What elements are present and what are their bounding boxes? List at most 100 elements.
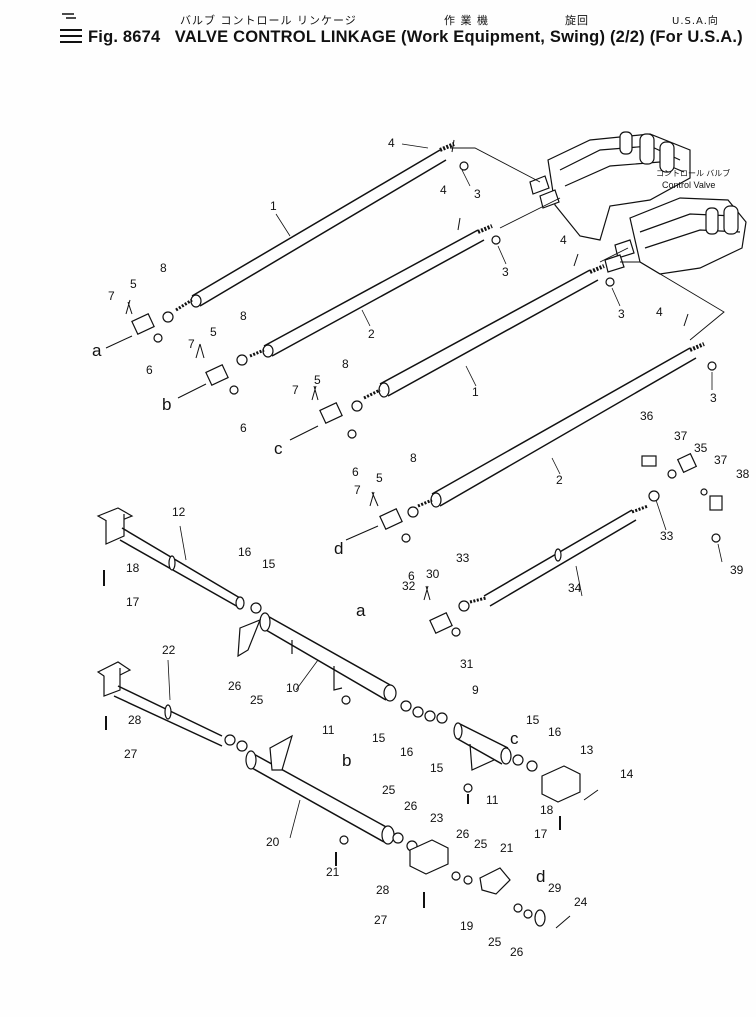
part-label-5: 5: [130, 277, 137, 291]
tube-10: [237, 612, 397, 705]
rod-1-lower: [363, 264, 605, 400]
part-label-9: 9: [472, 683, 479, 697]
part-label-32: 32: [402, 579, 416, 593]
part-label-25: 25: [488, 935, 502, 949]
part-label-26: 26: [456, 827, 470, 841]
part-label-14: 14: [620, 767, 634, 781]
part-label-7: 7: [188, 337, 195, 351]
part-label-24: 24: [574, 895, 588, 909]
part-label-7: 7: [354, 483, 361, 497]
part-label-26: 26: [228, 679, 242, 693]
part-label-28: 28: [128, 713, 142, 727]
part-label-1: 1: [270, 199, 277, 213]
lever-9: [453, 722, 538, 793]
tube-20: [245, 734, 395, 845]
part-label-31: 31: [460, 657, 474, 671]
rod-2-lower: [417, 342, 705, 508]
ref-a-right: a: [356, 601, 366, 620]
part-label-12: 12: [172, 505, 186, 519]
part-label-5: 5: [314, 373, 321, 387]
figure-number: Fig. 8674: [88, 28, 161, 46]
part-label-6: 6: [408, 569, 415, 583]
part-label-23: 23: [430, 811, 444, 825]
part-label-17: 17: [534, 827, 548, 841]
part-label-8: 8: [342, 357, 349, 371]
part-label-13: 13: [580, 743, 594, 757]
part-label-15: 15: [526, 713, 540, 727]
ref-d-left: d: [334, 539, 343, 558]
part-label-28: 28: [376, 883, 390, 897]
header-jp-work-equipment: 作 業 機: [444, 14, 489, 27]
part-label-21: 21: [326, 865, 340, 879]
shaft-22: [96, 661, 248, 752]
part-label-2: 2: [556, 473, 563, 487]
part-label-8: 8: [410, 451, 417, 465]
part-label-27: 27: [374, 913, 388, 927]
ref-a-left: a: [92, 341, 102, 360]
part-label-4: 4: [560, 233, 567, 247]
part-label-25: 25: [382, 783, 396, 797]
part-label-21: 21: [500, 841, 514, 855]
header-jp-title: バルブ コントロール リンケージ: [180, 14, 357, 27]
figure-page-fraction: (2/2): [609, 28, 645, 46]
part-label-1: 1: [472, 385, 479, 399]
part-label-16: 16: [400, 745, 414, 759]
figure-region: (For U.S.A.): [649, 28, 743, 46]
part-label-11: 11: [486, 793, 499, 807]
lever-19: [479, 867, 511, 895]
part-label-15: 15: [372, 731, 386, 745]
part-label-35: 35: [694, 441, 708, 455]
part-label-34: 34: [568, 581, 582, 595]
part-label-4: 4: [440, 183, 447, 197]
part-label-15: 15: [430, 761, 444, 775]
part-label-20: 20: [266, 835, 280, 849]
part-label-16: 16: [238, 545, 252, 559]
part-label-37: 37: [674, 429, 688, 443]
part-label-4: 4: [388, 136, 395, 150]
part-label-30: 30: [426, 567, 440, 581]
ref-d-right: d: [536, 867, 545, 886]
rod-1-upper: [175, 142, 455, 312]
part-label-22: 22: [162, 643, 176, 657]
part-label-3: 3: [474, 187, 481, 201]
part-label-18: 18: [540, 803, 554, 817]
part-label-11: 11: [322, 723, 335, 737]
part-label-19: 19: [460, 919, 474, 933]
part-label-25: 25: [250, 693, 264, 707]
part-label-37: 37: [714, 453, 728, 467]
yoke-5-d: [379, 508, 403, 530]
part-label-27: 27: [124, 747, 138, 761]
header-jp-swing: 旋回: [565, 14, 589, 27]
part-label-5: 5: [210, 325, 217, 339]
part-label-16: 16: [548, 725, 562, 739]
part-label-8: 8: [160, 261, 167, 275]
part-label-18: 18: [126, 561, 140, 575]
yoke-30: [429, 612, 453, 634]
ref-b-right: b: [342, 751, 351, 770]
part-label-29: 29: [548, 881, 562, 895]
part-label-3: 3: [618, 307, 625, 321]
part-label-26: 26: [510, 945, 524, 959]
part-label-26: 26: [404, 799, 418, 813]
control-valve-label-en: Control Valve: [662, 180, 715, 190]
header-jp-region: U.S.A.向: [672, 16, 719, 27]
part-label-2: 2: [368, 327, 375, 341]
rod-34: [469, 504, 649, 607]
part-label-5: 5: [376, 471, 383, 485]
part-label-17: 17: [126, 595, 140, 609]
part-label-8: 8: [240, 309, 247, 323]
part-label-3: 3: [710, 391, 717, 405]
rod-2-upper: [249, 224, 493, 358]
part-label-38: 38: [736, 467, 750, 481]
part-label-7: 7: [108, 289, 115, 303]
part-label-15: 15: [262, 557, 276, 571]
part-label-39: 39: [730, 563, 744, 577]
block-23: [409, 839, 449, 875]
yoke-5-c: [319, 402, 343, 424]
part-label-3: 3: [502, 265, 509, 279]
part-label-10: 10: [286, 681, 300, 695]
part-label-7: 7: [292, 383, 299, 397]
part-label-6: 6: [240, 421, 247, 435]
